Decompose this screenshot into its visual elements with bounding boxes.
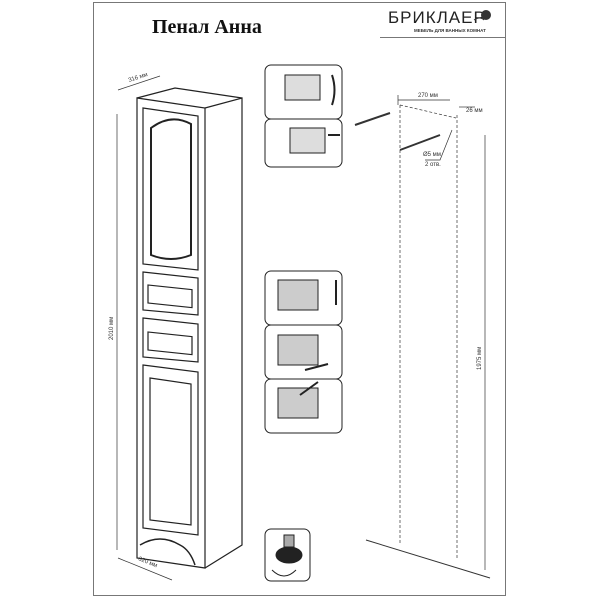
latch-adjust-icon-2 <box>264 118 343 168</box>
page-title: Пенал Анна <box>152 16 262 38</box>
depth-label: 316 мм <box>128 72 149 84</box>
page-frame <box>93 2 506 596</box>
mount-height-label: 1975 мм <box>477 347 483 370</box>
logo-box <box>380 2 506 38</box>
dimension-lines <box>116 75 491 581</box>
height-label: 2010 мм <box>109 317 115 340</box>
latch-adjust-icon-1 <box>264 64 343 120</box>
hinge-adjust-icon-1 <box>264 270 343 326</box>
brand-tagline: МЕБЕЛЬ ДЛЯ ВАННЫХ КОМНАТ <box>414 28 486 33</box>
hinge-adjust-icon-2 <box>264 324 343 380</box>
rose-icon <box>473 10 491 21</box>
leveling-foot-icon <box>264 528 311 582</box>
hinge-adjust-icon-3 <box>264 378 343 434</box>
hole-spacing-label: 270 мм <box>418 93 438 99</box>
brand-logo: БРИКЛАЕР <box>388 8 486 27</box>
hole-count-label: 2 отв. <box>425 162 441 168</box>
hole-diameter-label: Ø5 мм <box>423 152 441 158</box>
cabinet-drawing <box>136 87 243 569</box>
edge-offset-label: 26 мм <box>466 108 483 114</box>
